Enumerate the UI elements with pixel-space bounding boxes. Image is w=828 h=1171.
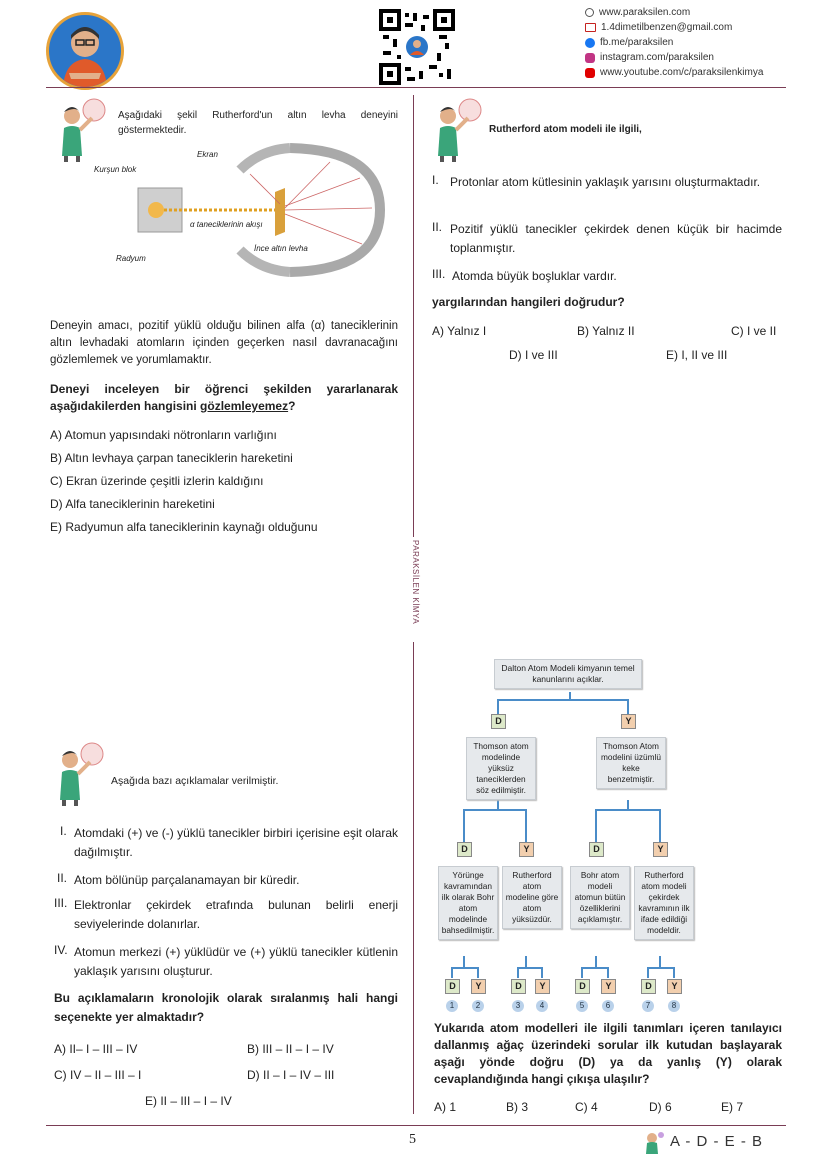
tree-y-marker: Y (535, 979, 550, 994)
exit-number: 1 (446, 1000, 458, 1012)
q4-option-e[interactable]: E) 7 (721, 1100, 744, 1114)
contact-website[interactable]: www.paraksilen.com (585, 5, 763, 20)
teacher-avatar (60, 742, 104, 806)
label-kursun-blok: Kurşun blok (94, 165, 137, 174)
label-radyum: Radyum (116, 254, 146, 263)
q3-item-1: I. Atomdaki (+) ve (-) yüklü tanecikler … (60, 824, 398, 859)
exit-number: 3 (512, 1000, 524, 1012)
contact-email[interactable]: 1.4dimetilbenzen@gmail.com (585, 20, 763, 35)
gmail-icon (585, 23, 596, 32)
center-divider-bottom (413, 642, 414, 1114)
q1-paragraph: Deneyin amacı, pozitif yüklü olduğu bili… (50, 320, 398, 366)
tree-level2-1: Yörünge kavramından ilk olarak Bohr atom… (438, 866, 498, 940)
side-brand-text: PARAKSİLEN KİMYA (411, 540, 420, 625)
tree-y-marker: Y (621, 714, 636, 729)
rutherford-figure (137, 143, 386, 277)
q4-question: Yukarıda atom modelleri ile ilgili tanım… (434, 1021, 782, 1086)
tree-level1-left: Thomson atom modelinde yüksüz tanecikler… (466, 737, 536, 800)
q3-item-2: II. Atom bölünüp parçalanamayan bir küre… (57, 871, 300, 887)
q1-intro: Aşağıdaki şekil Rutherford'un altın levh… (118, 110, 398, 136)
q4-option-b[interactable]: B) 3 (506, 1100, 529, 1114)
teacher-avatar (438, 98, 482, 162)
q4-option-a[interactable]: A) 1 (434, 1100, 457, 1114)
tree-level2-4: Rutherford atom modeli çekirdek kavramın… (634, 866, 694, 940)
header-divider (46, 87, 786, 88)
teacher-avatar (62, 98, 106, 162)
q3-item-4: IV. Atomun merkezi (+) yüklüdür ve (+) y… (54, 943, 398, 978)
q1-option-d[interactable]: D) Alfa taneciklerinin hareketini (50, 497, 215, 511)
tree-y-marker: Y (519, 842, 534, 857)
q2-option-a[interactable]: A) Yalnız I (432, 324, 487, 338)
q2-item-3: III. Atomda büyük boşluklar vardır. (432, 267, 617, 283)
exit-number: 2 (472, 1000, 484, 1012)
q3-item-3: III. Elektronlar çekirdek etrafında bulu… (54, 896, 398, 931)
answer-key: A - D - E - B (670, 1133, 764, 1150)
web-icon (585, 8, 594, 17)
tree-level1-right: Thomson Atom modelini üzümlü keke benzet… (596, 737, 666, 789)
tree-root-box: Dalton Atom Modeli kimyanın temel kanunl… (494, 659, 642, 689)
instagram-icon (585, 52, 595, 63)
exit-number: 4 (536, 1000, 548, 1012)
q2-option-d[interactable]: D) I ve III (509, 348, 558, 362)
tree-d-marker: D (491, 714, 506, 729)
q3-intro: Aşağıda bazı açıklamalar verilmiştir. (111, 775, 279, 787)
footer-divider (46, 1125, 786, 1126)
tree-level2-3: Bohr atom modeli atomun bütün özellikler… (570, 866, 630, 929)
q3-option-c[interactable]: C) IV – II – III – I (54, 1068, 142, 1082)
tree-d-marker: D (589, 842, 604, 857)
q2-question: yargılarından hangileri doğrudur? (432, 295, 625, 309)
tree-d-marker: D (575, 979, 590, 994)
tree-d-marker: D (457, 842, 472, 857)
page-number: 5 (409, 1132, 416, 1147)
q4-option-c[interactable]: C) 4 (575, 1100, 598, 1114)
q2-item-1: I. Protonlar atom kütlesinin yaklaşık ya… (432, 173, 761, 189)
q1-question: Deneyi inceleyen bir öğrenci şekilden ya… (50, 382, 398, 413)
qr-code (379, 9, 455, 85)
center-divider-top (413, 95, 414, 537)
label-altin-levha: İnce altın levha (254, 244, 308, 253)
q2-title: Rutherford atom modeli ile ilgili, (489, 124, 642, 135)
contact-facebook[interactable]: fb.me/paraksilen (585, 35, 763, 50)
q4-option-d[interactable]: D) 6 (649, 1100, 672, 1114)
exit-number: 8 (668, 1000, 680, 1012)
tree-y-marker: Y (601, 979, 616, 994)
contact-youtube[interactable]: www.youtube.com/c/paraksilenkimya (585, 65, 763, 80)
facebook-icon (585, 37, 595, 48)
q1-option-c[interactable]: C) Ekran üzerinde çeşitli izlerin kaldığ… (50, 474, 264, 488)
author-avatar (46, 12, 124, 90)
q2-option-e[interactable]: E) I, II ve III (666, 348, 728, 362)
tree-y-marker: Y (667, 979, 682, 994)
exit-number: 7 (642, 1000, 654, 1012)
tree-connectors (451, 692, 675, 978)
q3-option-a[interactable]: A) II– I – III – IV (54, 1042, 138, 1056)
tree-y-marker: Y (471, 979, 486, 994)
mascot-icon (646, 1132, 664, 1154)
tree-d-marker: D (641, 979, 656, 994)
exit-number: 5 (576, 1000, 588, 1012)
q1-option-b[interactable]: B) Altın levhaya çarpan taneciklerin har… (50, 451, 293, 465)
tree-level2-2: Rutherford atom modeline göre atom yüksü… (502, 866, 562, 929)
tree-d-marker: D (445, 979, 460, 994)
q2-item-2: II. Pozitif yüklü tanecikler çekirdek de… (432, 220, 782, 255)
q1-option-a[interactable]: A) Atomun yapısındaki nötronların varlığ… (50, 428, 277, 442)
youtube-icon (585, 67, 595, 78)
tree-y-marker: Y (653, 842, 668, 857)
q3-question: Bu açıklamaların kronolojik olarak sıral… (54, 991, 398, 1024)
q2-option-b[interactable]: B) Yalnız II (577, 324, 635, 338)
exit-number: 6 (602, 1000, 614, 1012)
q3-option-d[interactable]: D) II – I – IV – III (247, 1068, 335, 1082)
contact-list: www.paraksilen.com 1.4dimetilbenzen@gmai… (585, 5, 763, 80)
q3-option-b[interactable]: B) III – II – I – IV (247, 1042, 334, 1056)
label-ekran: Ekran (197, 150, 218, 159)
label-alfa-akisi: α taneciklerinin akışı (190, 220, 263, 229)
contact-instagram[interactable]: instagram.com/paraksilen (585, 50, 763, 65)
q2-option-c[interactable]: C) I ve II (731, 324, 777, 338)
q1-option-e[interactable]: E) Radyumun alfa taneciklerinin kaynağı … (50, 520, 318, 534)
tree-d-marker: D (511, 979, 526, 994)
q3-option-e[interactable]: E) II – III – I – IV (145, 1094, 232, 1108)
